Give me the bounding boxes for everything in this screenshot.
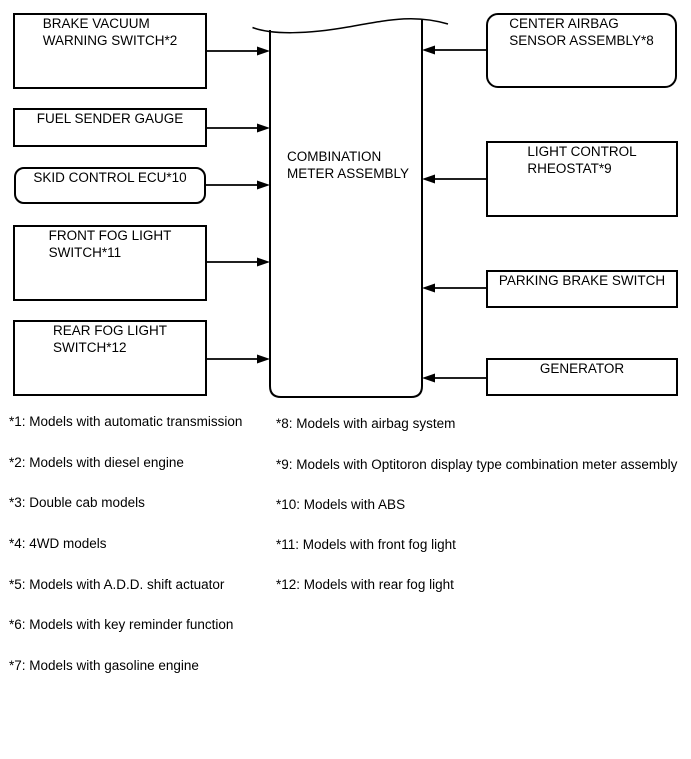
- arrow-light-control-to-meter: [422, 174, 486, 184]
- arrow-generator-to-meter: [422, 373, 486, 383]
- footnote-6: *6: Models with key reminder function: [9, 617, 234, 632]
- footnote-7: *7: Models with gasoline engine: [9, 658, 199, 673]
- block-brake-vacuum-warning-switch: BRAKE VACUUM WARNING SWITCH*2: [13, 13, 207, 89]
- arrow-center-airbag-to-meter: [422, 45, 486, 55]
- arrow-rear-fog-to-meter: [207, 354, 270, 364]
- block-label: BRAKE VACUUM WARNING SWITCH*2: [42, 16, 178, 48]
- footnote-3: *3: Double cab models: [9, 495, 145, 510]
- block-label: LIGHT CONTROL RHEOSTAT*9: [527, 144, 637, 176]
- arrow-skid-control-to-meter: [206, 180, 270, 190]
- footnote-5: *5: Models with A.D.D. shift actuator: [9, 577, 225, 592]
- footnote-4: *4: 4WD models: [9, 536, 107, 551]
- block-skid-control-ecu: SKID CONTROL ECU*10: [14, 167, 206, 204]
- block-label: REAR FOG LIGHT SWITCH*12: [52, 323, 167, 355]
- block-rear-fog-light-switch: REAR FOG LIGHT SWITCH*12: [13, 320, 207, 396]
- footnote-9: *9: Models with Optitoron display type c…: [276, 457, 678, 472]
- block-fuel-sender-gauge: FUEL SENDER GAUGE: [13, 108, 207, 147]
- combination-meter-box-wavy-top: [252, 17, 449, 34]
- block-light-control-rheostat: LIGHT CONTROL RHEOSTAT*9: [486, 141, 678, 217]
- footnote-11: *11: Models with front fog light: [276, 537, 456, 552]
- arrow-brake-vacuum-to-meter: [207, 46, 270, 56]
- footnote-2: *2: Models with diesel engine: [9, 455, 184, 470]
- block-parking-brake-switch: PARKING BRAKE SWITCH: [486, 270, 678, 308]
- block-generator: GENERATOR: [486, 358, 678, 396]
- block-label: FRONT FOG LIGHT SWITCH*11: [48, 228, 172, 260]
- block-label: GENERATOR: [539, 361, 625, 376]
- arrow-parking-brake-to-meter: [422, 283, 486, 293]
- block-center-airbag-sensor-assembly: CENTER AIRBAG SENSOR ASSEMBLY*8: [486, 13, 677, 88]
- arrow-fuel-sender-to-meter: [207, 123, 270, 133]
- combination-meter-box-outline: [269, 20, 423, 398]
- footnote-12: *12: Models with rear fog light: [276, 577, 454, 592]
- block-label: SKID CONTROL ECU*10: [33, 170, 187, 185]
- footnote-8: *8: Models with airbag system: [276, 416, 456, 431]
- footnote-1: *1: Models with automatic transmission: [9, 414, 243, 429]
- block-label-combination-meter-assembly: COMBINATION METER ASSEMBLY: [287, 149, 410, 181]
- footnote-10: *10: Models with ABS: [276, 497, 406, 512]
- block-front-fog-light-switch: FRONT FOG LIGHT SWITCH*11: [13, 225, 207, 301]
- arrow-front-fog-to-meter: [207, 257, 270, 267]
- block-label: PARKING BRAKE SWITCH: [498, 273, 666, 288]
- block-label: CENTER AIRBAG SENSOR ASSEMBLY*8: [509, 16, 654, 48]
- block-label: FUEL SENDER GAUGE: [36, 111, 184, 126]
